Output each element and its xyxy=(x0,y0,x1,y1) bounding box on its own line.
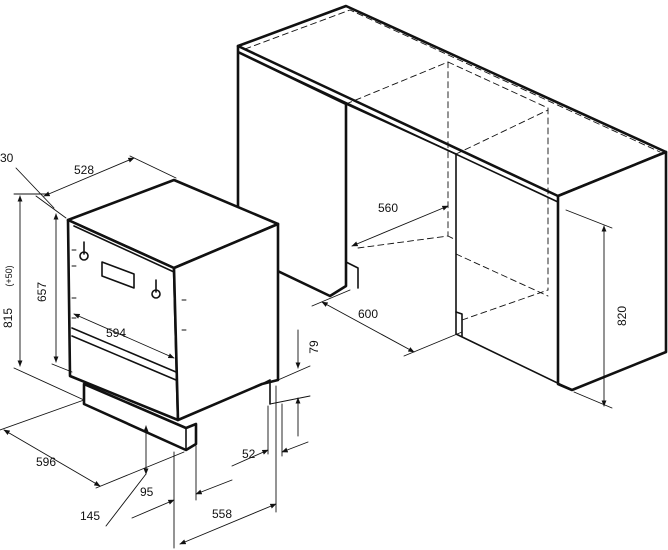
dimension-600: 600 xyxy=(311,289,463,357)
label-558: 558 xyxy=(212,507,232,521)
niche-floor-front-dashed xyxy=(461,289,549,321)
label-600: 600 xyxy=(358,307,378,321)
dimension-558: 558 xyxy=(179,385,277,545)
mount-hole-right-icon xyxy=(151,279,161,299)
dimension-815: 815 (+50) xyxy=(1,193,85,401)
cabinet-right-kick xyxy=(455,311,463,337)
niche-floor-back-dashed xyxy=(455,253,549,297)
niche-top-right-dashed xyxy=(455,109,549,155)
mount-hole-left-icon xyxy=(79,241,89,261)
rear-foot xyxy=(261,379,271,405)
dimension-79: 79 xyxy=(269,329,321,437)
label-657: 657 xyxy=(35,282,49,302)
dimension-145: 145 xyxy=(80,425,149,527)
dimension-596: 596 xyxy=(0,399,185,489)
label-145: 145 xyxy=(80,509,100,523)
side-marks xyxy=(181,299,187,331)
dimension-657: 657 xyxy=(35,213,73,373)
cabinet-opening-top xyxy=(345,103,457,155)
control-panel xyxy=(101,261,135,289)
dishwasher-front-top-line xyxy=(73,225,175,273)
cabinet-top-back-dashed xyxy=(244,9,661,153)
label-560: 560 xyxy=(378,201,398,215)
label-815: 815 xyxy=(1,308,15,328)
dimension-30: 30 xyxy=(0,151,67,219)
label-79: 79 xyxy=(307,340,321,354)
label-815-extra: (+50) xyxy=(4,265,14,286)
dimension-560: 560 xyxy=(351,201,449,247)
label-820: 820 xyxy=(615,306,629,326)
dimension-820: 820 xyxy=(565,209,629,409)
label-30: 30 xyxy=(0,151,14,165)
label-594: 594 xyxy=(106,326,126,340)
dimension-528: 528 xyxy=(43,155,177,197)
kitchen-cabinet xyxy=(236,4,668,392)
dishwasher-unit xyxy=(66,178,280,452)
dimension-52: 52 xyxy=(231,403,309,467)
niche-back-right-dashed xyxy=(447,61,549,291)
dimension-95: 95 xyxy=(131,445,233,549)
label-95: 95 xyxy=(140,485,154,499)
edge-marks xyxy=(71,249,77,319)
label-52: 52 xyxy=(242,447,256,461)
label-596: 596 xyxy=(36,455,56,469)
label-528: 528 xyxy=(74,163,94,177)
cabinet-left-kick xyxy=(345,261,359,289)
dimension-594: 594 xyxy=(73,313,175,359)
